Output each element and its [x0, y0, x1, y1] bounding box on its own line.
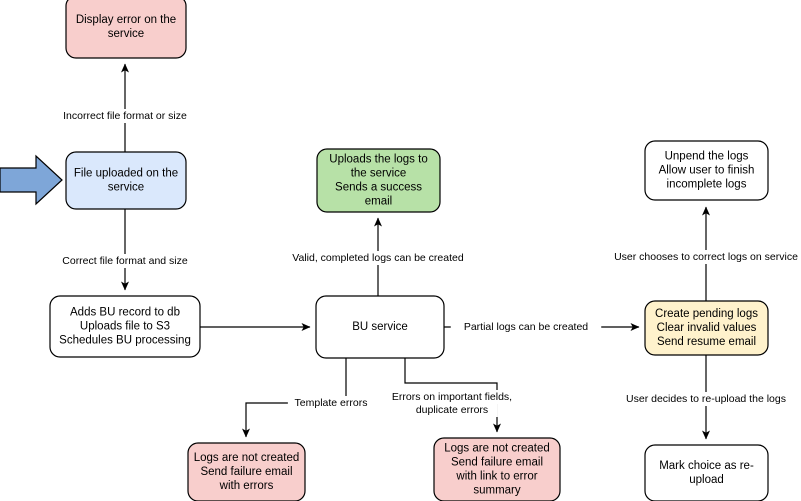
node-label-bu-service: BU service: [352, 321, 408, 333]
edge-errors-on-important-fields-duplicate-errors-label-text: duplicate errors: [416, 404, 488, 416]
node-label-logs-are-not-created-send-failure-email-with-errors: Logs are not created: [194, 452, 300, 464]
node-label-display-error-on-the-service: service: [108, 28, 144, 40]
node-shape-create-pending-logs[interactable]: [644, 300, 769, 356]
node-label-logs-are-not-created-send-failure-email-with-link: Send failure email: [451, 457, 543, 469]
node-shape-logs-are-not-created-send-failure-email-with-errors[interactable]: [187, 442, 306, 501]
node-label-unpend-the-logs: incomplete logs: [667, 179, 747, 191]
node-label-mark-choice-as-re-upload: Mark choice as re-: [659, 460, 754, 472]
edge-incorrect-file-format-or-size-label-text: Incorrect file format or size: [63, 110, 187, 122]
edge-incorrect-file-format-or-size-label-bg: [44, 109, 206, 123]
edge-partial-logs-can-be-created-label-text: Partial logs can be created: [464, 321, 588, 333]
node-mark-choice-as-re-upload[interactable]: Mark choice as re-upload: [644, 444, 769, 501]
node-file-uploaded-on-the-service[interactable]: File uploaded on the service: [65, 151, 187, 210]
node-shape-logs-are-not-created-send-failure-email-with-link[interactable]: [433, 437, 561, 501]
node-label-uploads-the-logs-to-the-service: the service: [351, 168, 407, 180]
node-label-file-uploaded-on-the-service: File uploaded on the: [74, 168, 178, 180]
node-adds-bu-record-to-db[interactable]: Adds BU record to db Uploads file to S3 Sc…: [49, 295, 201, 358]
edge-correct-file-format-and-size-label: Correct file format and size: [47, 254, 203, 268]
node-label-display-error-on-the-service: Display error on the: [76, 14, 176, 26]
node-label-uploads-the-logs-to-the-service: email: [365, 196, 392, 208]
edge-user-decides-to-re-upload-the-logs-label-bg: [612, 392, 800, 406]
node-display-error-on-the-service[interactable]: Display error on the service: [65, 0, 187, 59]
edge-user-chooses-to-correct-logs-on-service-label-bg: [598, 250, 801, 264]
edge-template-errors-label: Template errors: [287, 396, 375, 410]
edge-user-decides-to-re-upload-the-logs-label-text: User decides to re-upload the logs: [626, 393, 786, 405]
node-label-logs-are-not-created-send-failure-email-with-link: with link to error: [455, 471, 537, 483]
node-label-logs-are-not-created-send-failure-email-with-errors: Send failure email: [200, 466, 292, 478]
edge-template-errors-label-text: Template errors: [295, 397, 368, 409]
node-shape-file-uploaded-on-the-service[interactable]: [65, 151, 187, 210]
node-shape-unpend-the-logs[interactable]: [644, 140, 769, 201]
node-shape-bu-service[interactable]: [315, 295, 445, 359]
node-label-uploads-the-logs-to-the-service: Uploads the logs to: [329, 154, 427, 166]
edge-template-errors-label-bg: [287, 396, 375, 410]
edge-user-chooses-to-correct-logs-on-service-label: User chooses to correct logs on service: [598, 250, 801, 264]
node-bu-service[interactable]: BU service: [315, 295, 445, 359]
node-label-adds-bu-record-to-db: Uploads file to S3: [80, 321, 170, 333]
edge-user-chooses-to-correct-logs-on-service-label-text: User chooses to correct logs on service: [614, 251, 798, 263]
node-label-create-pending-logs: Create pending logs: [655, 308, 758, 320]
node-label-logs-are-not-created-send-failure-email-with-link: summary: [473, 485, 521, 497]
node-shape-display-error-on-the-service[interactable]: [65, 0, 187, 59]
edge-errors-on-important-fields-duplicate-errors-label-text: Errors on important fields,: [392, 391, 512, 403]
node-shape-adds-bu-record-to-db[interactable]: [49, 295, 201, 358]
entry-block-arrow: [0, 154, 63, 206]
edge-user-decides-to-re-upload-the-logs-label: User decides to re-upload the logs: [612, 392, 800, 406]
edge-errors-on-important-fields-duplicate-errors-label: Errors on important fields,duplicate err…: [376, 390, 528, 417]
edge-valid-completed-logs-can-be-created-label: Valid, completed logs can be created: [278, 251, 478, 265]
edge-valid-completed-logs-can-be-created-label-text: Valid, completed logs can be created: [292, 252, 464, 264]
node-label-mark-choice-as-re-upload: upload: [689, 474, 724, 486]
edge-errors-on-important-fields-duplicate-errors-label-bg: [376, 390, 528, 404]
node-label-adds-bu-record-to-db: Adds BU record to db: [70, 307, 180, 319]
node-label-logs-are-not-created-send-failure-email-with-errors: with errors: [219, 480, 274, 492]
edge-valid-completed-logs-can-be-created-label-bg: [278, 251, 478, 265]
entry-arrow-group: [0, 154, 63, 206]
node-label-create-pending-logs: Send resume email: [657, 336, 756, 348]
edge-correct-file-format-and-size-label-bg: [47, 254, 203, 268]
edge-correct-file-format-and-size-label-text: Correct file format and size: [62, 255, 188, 267]
edge-errors-on-important-fields-duplicate-errors-label-bg: [406, 403, 498, 417]
node-label-unpend-the-logs: Unpend the logs: [665, 151, 749, 163]
edge-partial-logs-can-be-created-label: Partial logs can be created: [450, 320, 602, 334]
node-label-logs-are-not-created-send-failure-email-with-link: Logs are not created: [444, 443, 550, 455]
node-label-file-uploaded-on-the-service: service: [108, 182, 144, 194]
node-shape-uploads-the-logs-to-the-service[interactable]: [316, 148, 441, 213]
node-shape-mark-choice-as-re-upload[interactable]: [644, 444, 769, 501]
edge-partial-logs-can-be-created-label-bg: [450, 320, 602, 334]
node-label-adds-bu-record-to-db: Schedules BU processing: [59, 335, 191, 347]
node-label-unpend-the-logs: Allow user to finish: [659, 165, 755, 177]
edge-incorrect-file-format-or-size-label: Incorrect file format or size: [44, 109, 206, 123]
node-label-create-pending-logs: Clear invalid values: [657, 322, 757, 334]
node-label-uploads-the-logs-to-the-service: Sends a success: [335, 182, 422, 194]
